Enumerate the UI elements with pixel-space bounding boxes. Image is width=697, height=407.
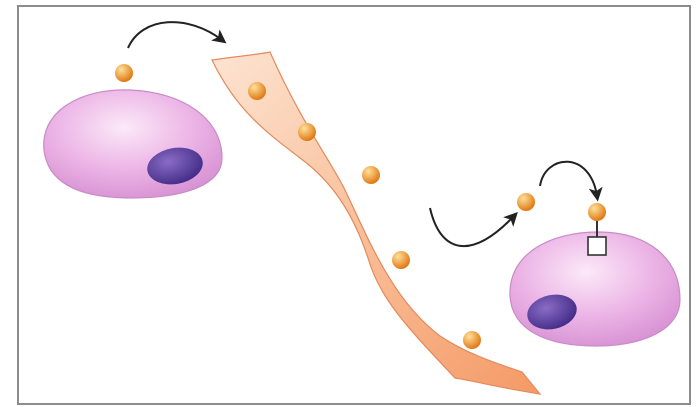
hormone-molecule-icon <box>115 64 133 82</box>
hormone-molecule-icon <box>248 82 266 100</box>
hormone-molecule-icon <box>517 193 535 211</box>
hormone-molecule-icon <box>463 331 481 349</box>
hormone-molecule-icon <box>392 251 410 269</box>
hormone-molecule-icon <box>362 166 380 184</box>
hormone-molecule-icon <box>298 123 316 141</box>
hormone-molecule-icon <box>588 203 606 221</box>
